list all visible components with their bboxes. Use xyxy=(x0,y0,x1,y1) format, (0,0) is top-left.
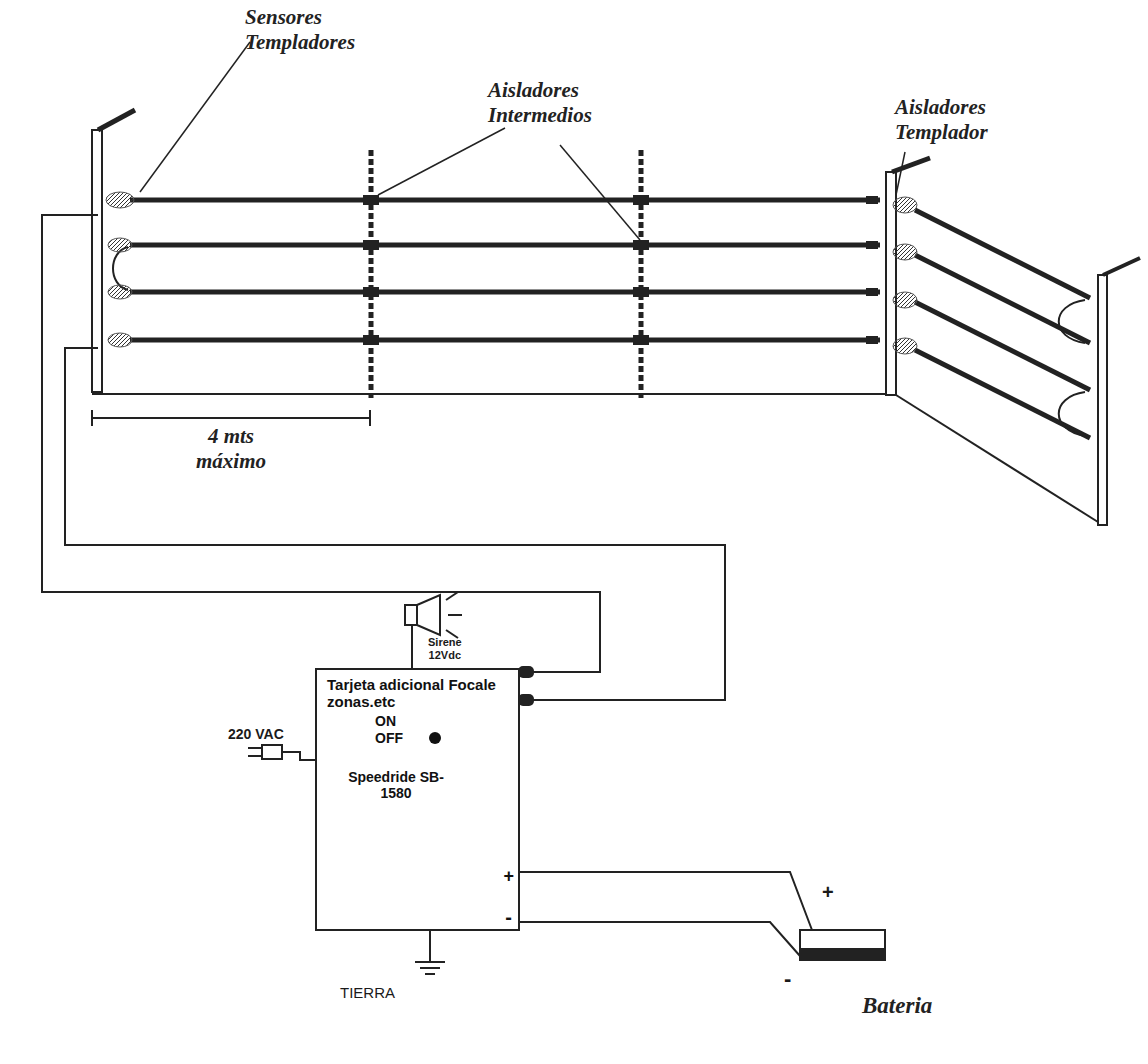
callout-label: Sensores Templadores xyxy=(245,5,355,55)
box-text: Tarjeta adicional Focale zonas.etc xyxy=(327,676,508,711)
box-text: ON xyxy=(375,713,508,729)
fence xyxy=(42,42,1140,974)
tensioner-sensors xyxy=(106,192,917,354)
box-text: OFF xyxy=(375,730,403,746)
callout-label: Aisladores Intermedios xyxy=(488,78,592,128)
part-label: Bateria xyxy=(862,992,932,1020)
dimension-label: 4 mts máximo xyxy=(176,424,286,474)
ground-label: TIERRA xyxy=(340,984,395,1002)
insulators xyxy=(363,195,878,345)
controller-box: Tarjeta adicional Focale zonas.etcONOFF +… xyxy=(315,668,520,931)
box-text: - xyxy=(505,906,512,929)
battery-symbol xyxy=(800,930,885,960)
polarity-sign: + xyxy=(822,880,834,904)
voltage-label: 220 VAC xyxy=(228,726,284,743)
box-text: Speedride SB-1580 xyxy=(341,769,451,803)
switch-dot xyxy=(429,732,441,744)
terminals xyxy=(518,666,534,706)
siren-symbol xyxy=(405,592,462,638)
device-label: Sirene 12Vdc xyxy=(428,636,462,662)
polarity-sign: - xyxy=(784,966,791,992)
callout-label: Aisladores Templador xyxy=(895,95,988,145)
box-text: + xyxy=(503,866,514,887)
plug-symbol xyxy=(248,745,282,759)
